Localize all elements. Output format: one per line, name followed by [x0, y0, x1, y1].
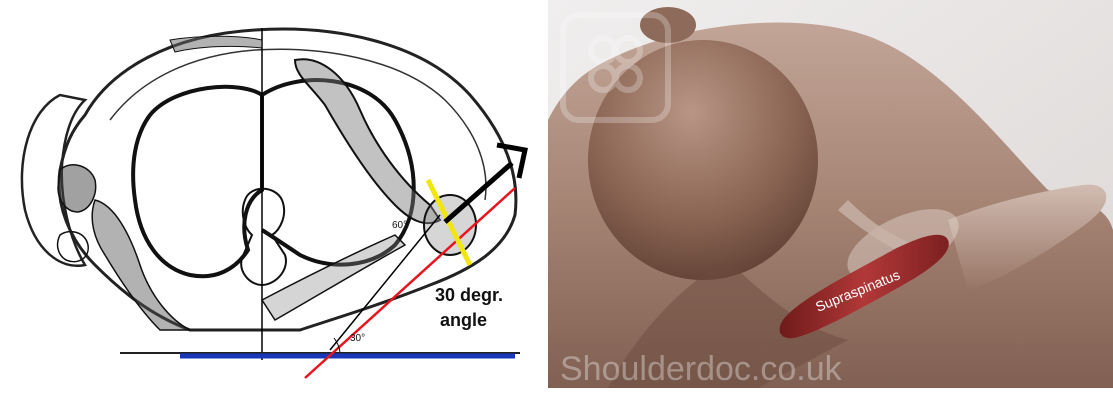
thoracic-cavity	[133, 87, 262, 276]
small-angle-label-bottom: 30°	[350, 333, 365, 344]
scapula	[295, 59, 440, 223]
direction-arrow-shaft	[445, 163, 512, 222]
small-angle-label-left: 60°	[392, 220, 407, 231]
left-lateral-muscle	[58, 165, 96, 212]
head	[588, 40, 818, 280]
render-svg: Supraspinatus Shoulderdoc.co.uk	[548, 0, 1113, 388]
supraspinatus-3d-render: Supraspinatus Shoulderdoc.co.uk	[548, 0, 1113, 388]
glenoid-guide-line	[330, 215, 440, 350]
pectoral-muscle	[170, 36, 262, 52]
angle-label-line2: angle	[440, 310, 487, 330]
angle-label-line1: 30 degr.	[435, 285, 503, 305]
left-muscle-mass	[92, 200, 190, 330]
watermark-text: Shoulderdoc.co.uk	[560, 350, 843, 388]
axial-cross-section-diagram: 60° 30° 30 degr. angle	[0, 0, 548, 388]
cross-section-svg: 60° 30° 30 degr. angle	[0, 0, 548, 388]
